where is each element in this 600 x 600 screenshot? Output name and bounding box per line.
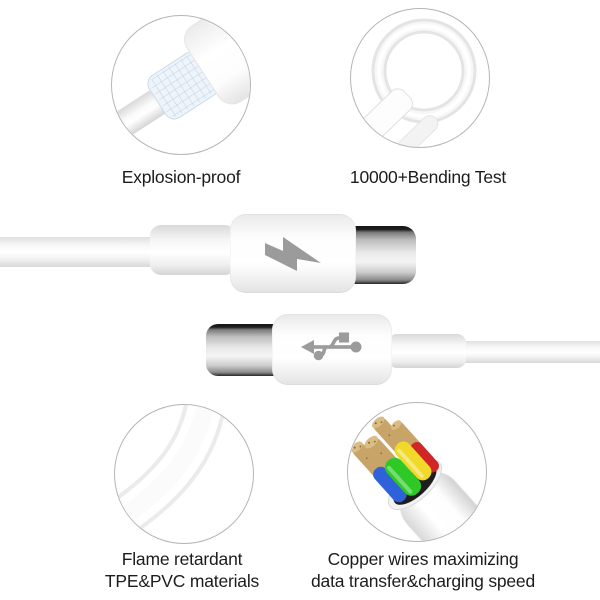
callout-circle-copper-wires xyxy=(347,402,487,542)
strain-relief-bottom xyxy=(388,334,466,368)
label-line: data transfer&charging speed xyxy=(311,571,535,591)
cable-top xyxy=(0,237,158,267)
label-line: Explosion-proof xyxy=(121,167,241,187)
usb-c-plug-top xyxy=(352,226,416,284)
lightning-bolt-icon xyxy=(265,236,321,271)
copper-wires-photo xyxy=(350,416,486,541)
connector-body-top xyxy=(230,214,356,293)
cable-jacket-photo xyxy=(115,405,228,543)
wire-insulation xyxy=(373,441,439,503)
strain-relief-top xyxy=(150,225,236,275)
label-line: Copper wires maximizing xyxy=(327,549,519,569)
callout-circle-bending-test xyxy=(350,8,490,148)
bent-cable-loop-photo xyxy=(362,18,477,147)
label-line: 10000+Bending Test xyxy=(349,167,507,187)
copper-speckles xyxy=(353,421,395,459)
braided-mesh xyxy=(150,54,216,117)
label-line: Flame retardant xyxy=(121,549,243,569)
connector-body-bottom xyxy=(272,314,392,385)
label-explosion-proof: Explosion-proof xyxy=(61,166,301,188)
label-bending-test: 10000+Bending Test xyxy=(303,166,553,188)
usb-c-plug-bottom xyxy=(206,324,276,376)
label-copper-wires: Copper wires maximizing data transfer&ch… xyxy=(297,548,549,592)
label-line: TPE&PVC materials xyxy=(104,571,260,591)
braided-cable-photo xyxy=(112,16,250,153)
cable-bottom xyxy=(460,341,600,363)
usb-symbol-icon xyxy=(301,332,362,360)
loop-cable-end xyxy=(391,115,439,147)
cable-loop-highlight xyxy=(377,24,471,118)
callout-circle-explosion-proof xyxy=(111,15,251,155)
label-flame-retardant: Flame retardant TPE&PVC materials xyxy=(62,548,302,592)
callout-circle-flame-retardant xyxy=(114,404,254,544)
